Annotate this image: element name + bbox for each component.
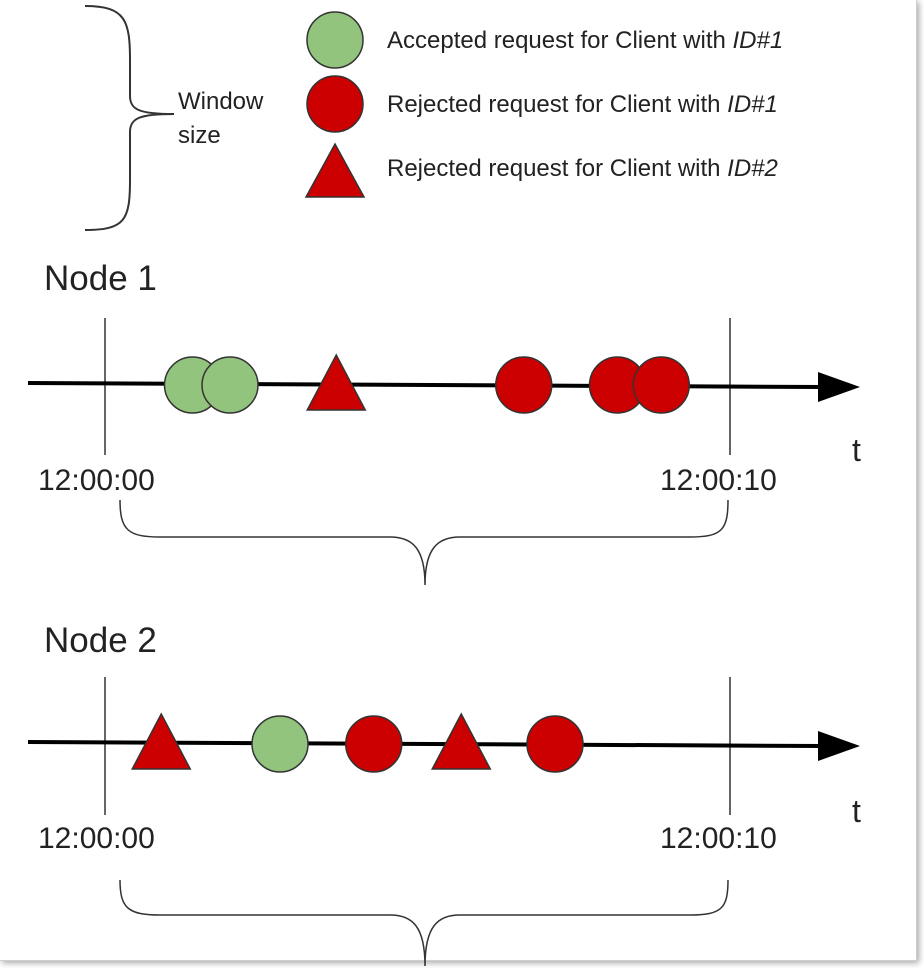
legend-rejected-id2-label: Rejected request for Client with ID#2 xyxy=(387,155,778,182)
node-1-event-2-accepted-id1 xyxy=(201,356,259,414)
node-1-window-brace xyxy=(119,499,729,586)
node-2-axis-label: t xyxy=(852,793,861,829)
node-1-event-3-rejected-id2 xyxy=(306,353,367,411)
node-1-axis-label: t xyxy=(852,432,861,468)
node-2-event-3-rejected-id1 xyxy=(345,715,403,773)
node-2-window-brace xyxy=(119,879,729,967)
node-1-end-time: 12:00:10 xyxy=(660,464,777,497)
node-1-timeline: Node 1 t 12:00:00 12:00:10 xyxy=(27,259,861,586)
node-1-time-axis xyxy=(27,381,823,389)
node-2-event-2-accepted-id1 xyxy=(251,715,309,773)
node-2-end-time: 12:00:10 xyxy=(660,822,777,855)
node-2-title: Node 2 xyxy=(44,621,157,660)
window-size-label-line1: Window xyxy=(178,88,264,115)
legend-rejected-id2-marker xyxy=(304,142,366,198)
legend-rejected-id1-marker xyxy=(306,75,364,133)
node-2-timeline: Node 2 t 12:00:00 12:00:10 xyxy=(27,621,861,967)
legend-accepted-marker xyxy=(306,11,364,69)
node-2-event-4-rejected-id2 xyxy=(431,712,492,770)
legend-rejected-id1-label: Rejected request for Client with ID#1 xyxy=(387,91,778,118)
legend-accepted-label: Accepted request for Client with ID#1 xyxy=(387,27,783,54)
node-2-event-1-rejected-id2 xyxy=(131,712,192,770)
node-1-start-time: 12:00:00 xyxy=(38,464,155,497)
node-1-events xyxy=(163,353,690,414)
node-2-events xyxy=(131,712,584,773)
node-1-event-6-rejected-id1 xyxy=(632,356,690,414)
node-1-event-4-rejected-id1 xyxy=(495,356,553,414)
window-size-label-line2: size xyxy=(178,122,221,149)
window-size-brace xyxy=(84,5,175,231)
node-1-axis-arrowhead xyxy=(818,372,860,402)
legend: Accepted request for Client with ID#1 Re… xyxy=(304,11,783,198)
node-2-start-time: 12:00:00 xyxy=(38,822,155,855)
node-2-event-5-rejected-id1 xyxy=(526,715,584,773)
node-1-title: Node 1 xyxy=(44,259,157,298)
node-2-axis-arrowhead xyxy=(818,731,860,761)
